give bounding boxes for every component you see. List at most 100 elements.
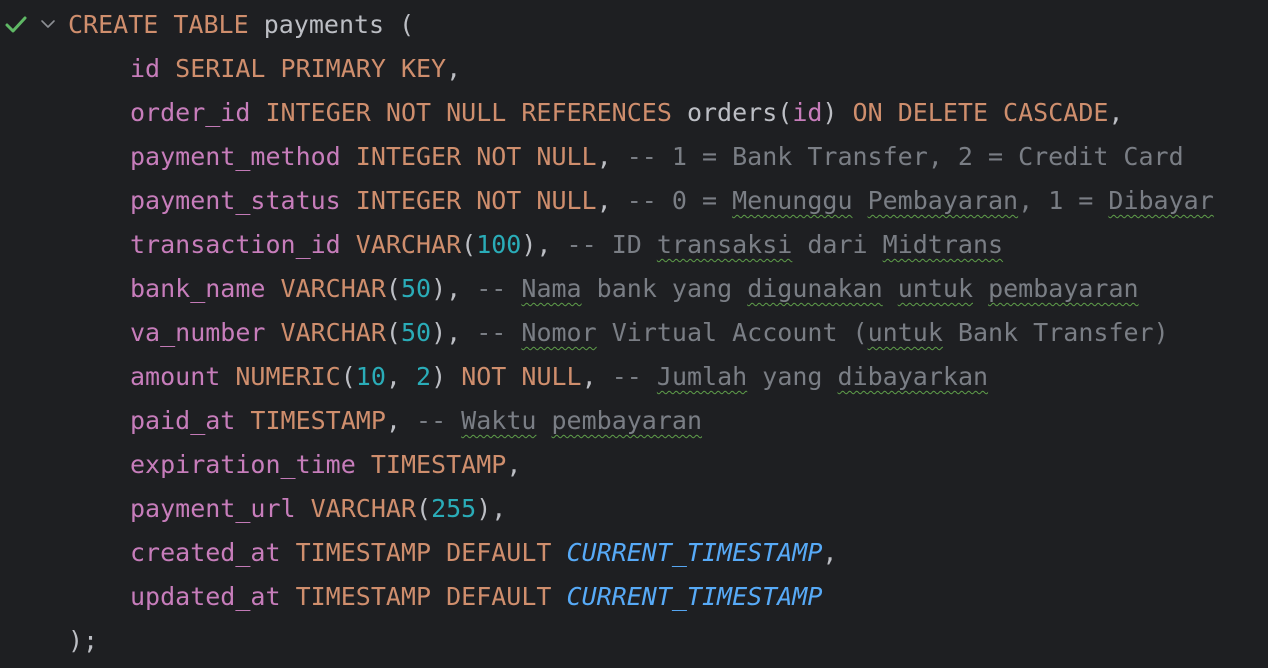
column-name: transaction_id [130, 230, 341, 259]
punctuation: ( [461, 230, 477, 259]
punctuation: , [822, 538, 838, 567]
code-line: transaction_id VARCHAR(100), -- ID trans… [68, 223, 1268, 267]
comment: -- Jumlah yang dibayarkan [612, 362, 988, 391]
comment-text: -- [416, 406, 462, 435]
table-name: payments [263, 10, 385, 39]
comment: -- Nomor Virtual Account (untuk Bank Tra… [476, 318, 1168, 347]
punctuation: , [446, 54, 462, 83]
code-line: expiration_time TIMESTAMP, [68, 443, 1268, 487]
punctuation: , [581, 362, 597, 391]
comment-text [973, 274, 988, 303]
typo-word: Pembayaran [867, 186, 1019, 215]
ref-table: orders [686, 98, 778, 127]
code-line: bank_name VARCHAR(50), -- Nama bank yang… [68, 267, 1268, 311]
column-name: va_number [130, 318, 266, 347]
gutter [0, 0, 64, 50]
typo-word: untuk [897, 274, 973, 303]
punctuation: ) [476, 494, 492, 523]
keyword: TIMESTAMP DEFAULT [295, 538, 552, 567]
column-name: created_at [130, 538, 281, 567]
comment-text: bank yang [581, 274, 748, 303]
keyword: VARCHAR [310, 494, 416, 523]
comment-text: -- [476, 318, 522, 347]
keyword: TIMESTAMP [250, 406, 386, 435]
keyword: CREATE TABLE [68, 10, 249, 39]
punctuation: , [596, 142, 612, 171]
comment: -- ID transaksi dari Midtrans [567, 230, 1004, 259]
chevron-down-icon[interactable] [38, 14, 58, 34]
keyword: INTEGER NOT NULL [355, 142, 597, 171]
comment-text: dari [792, 230, 883, 259]
number: 100 [476, 230, 522, 259]
comment-text: -- 0 = [626, 186, 733, 215]
keyword: ON DELETE CASCADE [852, 98, 1109, 127]
punctuation: ( [385, 274, 401, 303]
punctuation: ); [68, 626, 99, 655]
keyword: VARCHAR [355, 230, 462, 259]
comment-text: , 1 = [1018, 186, 1109, 215]
code-line: ); [68, 619, 1268, 663]
number: 50 [400, 274, 432, 303]
punctuation: , [385, 362, 417, 391]
typo-word: pembayaran [988, 274, 1139, 303]
code-line: id SERIAL PRIMARY KEY, [68, 47, 1268, 91]
punctuation: , [536, 230, 552, 259]
keyword: INTEGER NOT NULL REFERENCES [265, 98, 672, 127]
keyword: TIMESTAMP DEFAULT [295, 582, 552, 611]
column-name: expiration_time [130, 450, 356, 479]
punctuation: , [596, 186, 612, 215]
punctuation: ) [822, 98, 838, 127]
number: 10 [355, 362, 386, 391]
comment-text: Virtual Account ( [596, 318, 868, 347]
punctuation: ( [777, 98, 793, 127]
typo-word: Dibayar [1108, 186, 1214, 215]
typo-word: Nama [521, 274, 582, 303]
column-name: payment_method [130, 142, 341, 171]
punctuation: ( [340, 362, 356, 391]
keyword: VARCHAR [280, 318, 386, 347]
punctuation: , [446, 274, 462, 303]
comment-text: -- [476, 274, 522, 303]
number: 255 [431, 494, 477, 523]
code-area[interactable]: CREATE TABLE payments ( id SERIAL PRIMAR… [68, 3, 1268, 663]
comment: -- Nama bank yang digunakan untuk pembay… [476, 274, 1138, 303]
keyword: TIMESTAMP [370, 450, 507, 479]
typo-word: untuk [867, 318, 943, 347]
number: 50 [400, 318, 432, 347]
comment-text [883, 274, 898, 303]
code-line: payment_url VARCHAR(255), [68, 487, 1268, 531]
comment-text: -- [611, 362, 657, 391]
punctuation: , [385, 406, 401, 435]
column-name: order_id [130, 98, 251, 127]
code-line: created_at TIMESTAMP DEFAULT CURRENT_TIM… [68, 531, 1268, 575]
typo-word: Nomor [521, 318, 597, 347]
comment-text: Bank Transfer) [942, 318, 1169, 347]
code-line: va_number VARCHAR(50), -- Nomor Virtual … [68, 311, 1268, 355]
comment-text [853, 186, 868, 215]
keyword: VARCHAR [280, 274, 386, 303]
comment: -- 1 = Bank Transfer, 2 = Credit Card [626, 142, 1184, 171]
code-line: order_id INTEGER NOT NULL REFERENCES ord… [68, 91, 1268, 135]
punctuation: ( [385, 318, 401, 347]
keyword: NUMERIC [235, 362, 341, 391]
column-name: updated_at [130, 582, 281, 611]
comment-text: yang [747, 362, 838, 391]
comment-text [536, 406, 551, 435]
column-name: payment_status [130, 186, 341, 215]
ref-column: id [792, 98, 823, 127]
column-name: bank_name [130, 274, 266, 303]
punctuation: ) [431, 274, 447, 303]
punctuation: ( [416, 494, 432, 523]
punctuation: ) [521, 230, 537, 259]
typo-word: digunakan [747, 274, 883, 303]
code-line: payment_status INTEGER NOT NULL, -- 0 = … [68, 179, 1268, 223]
typo-word: dibayarkan [837, 362, 989, 391]
typo-word: transaksi [656, 230, 793, 259]
function-name: CURRENT_TIMESTAMP [566, 538, 823, 567]
typo-word: pembayaran [551, 406, 703, 435]
typo-word: Jumlah [656, 362, 748, 391]
typo-word: Menunggu [732, 186, 853, 215]
punctuation: ( [399, 10, 415, 39]
function-name: CURRENT_TIMESTAMP [566, 582, 823, 611]
